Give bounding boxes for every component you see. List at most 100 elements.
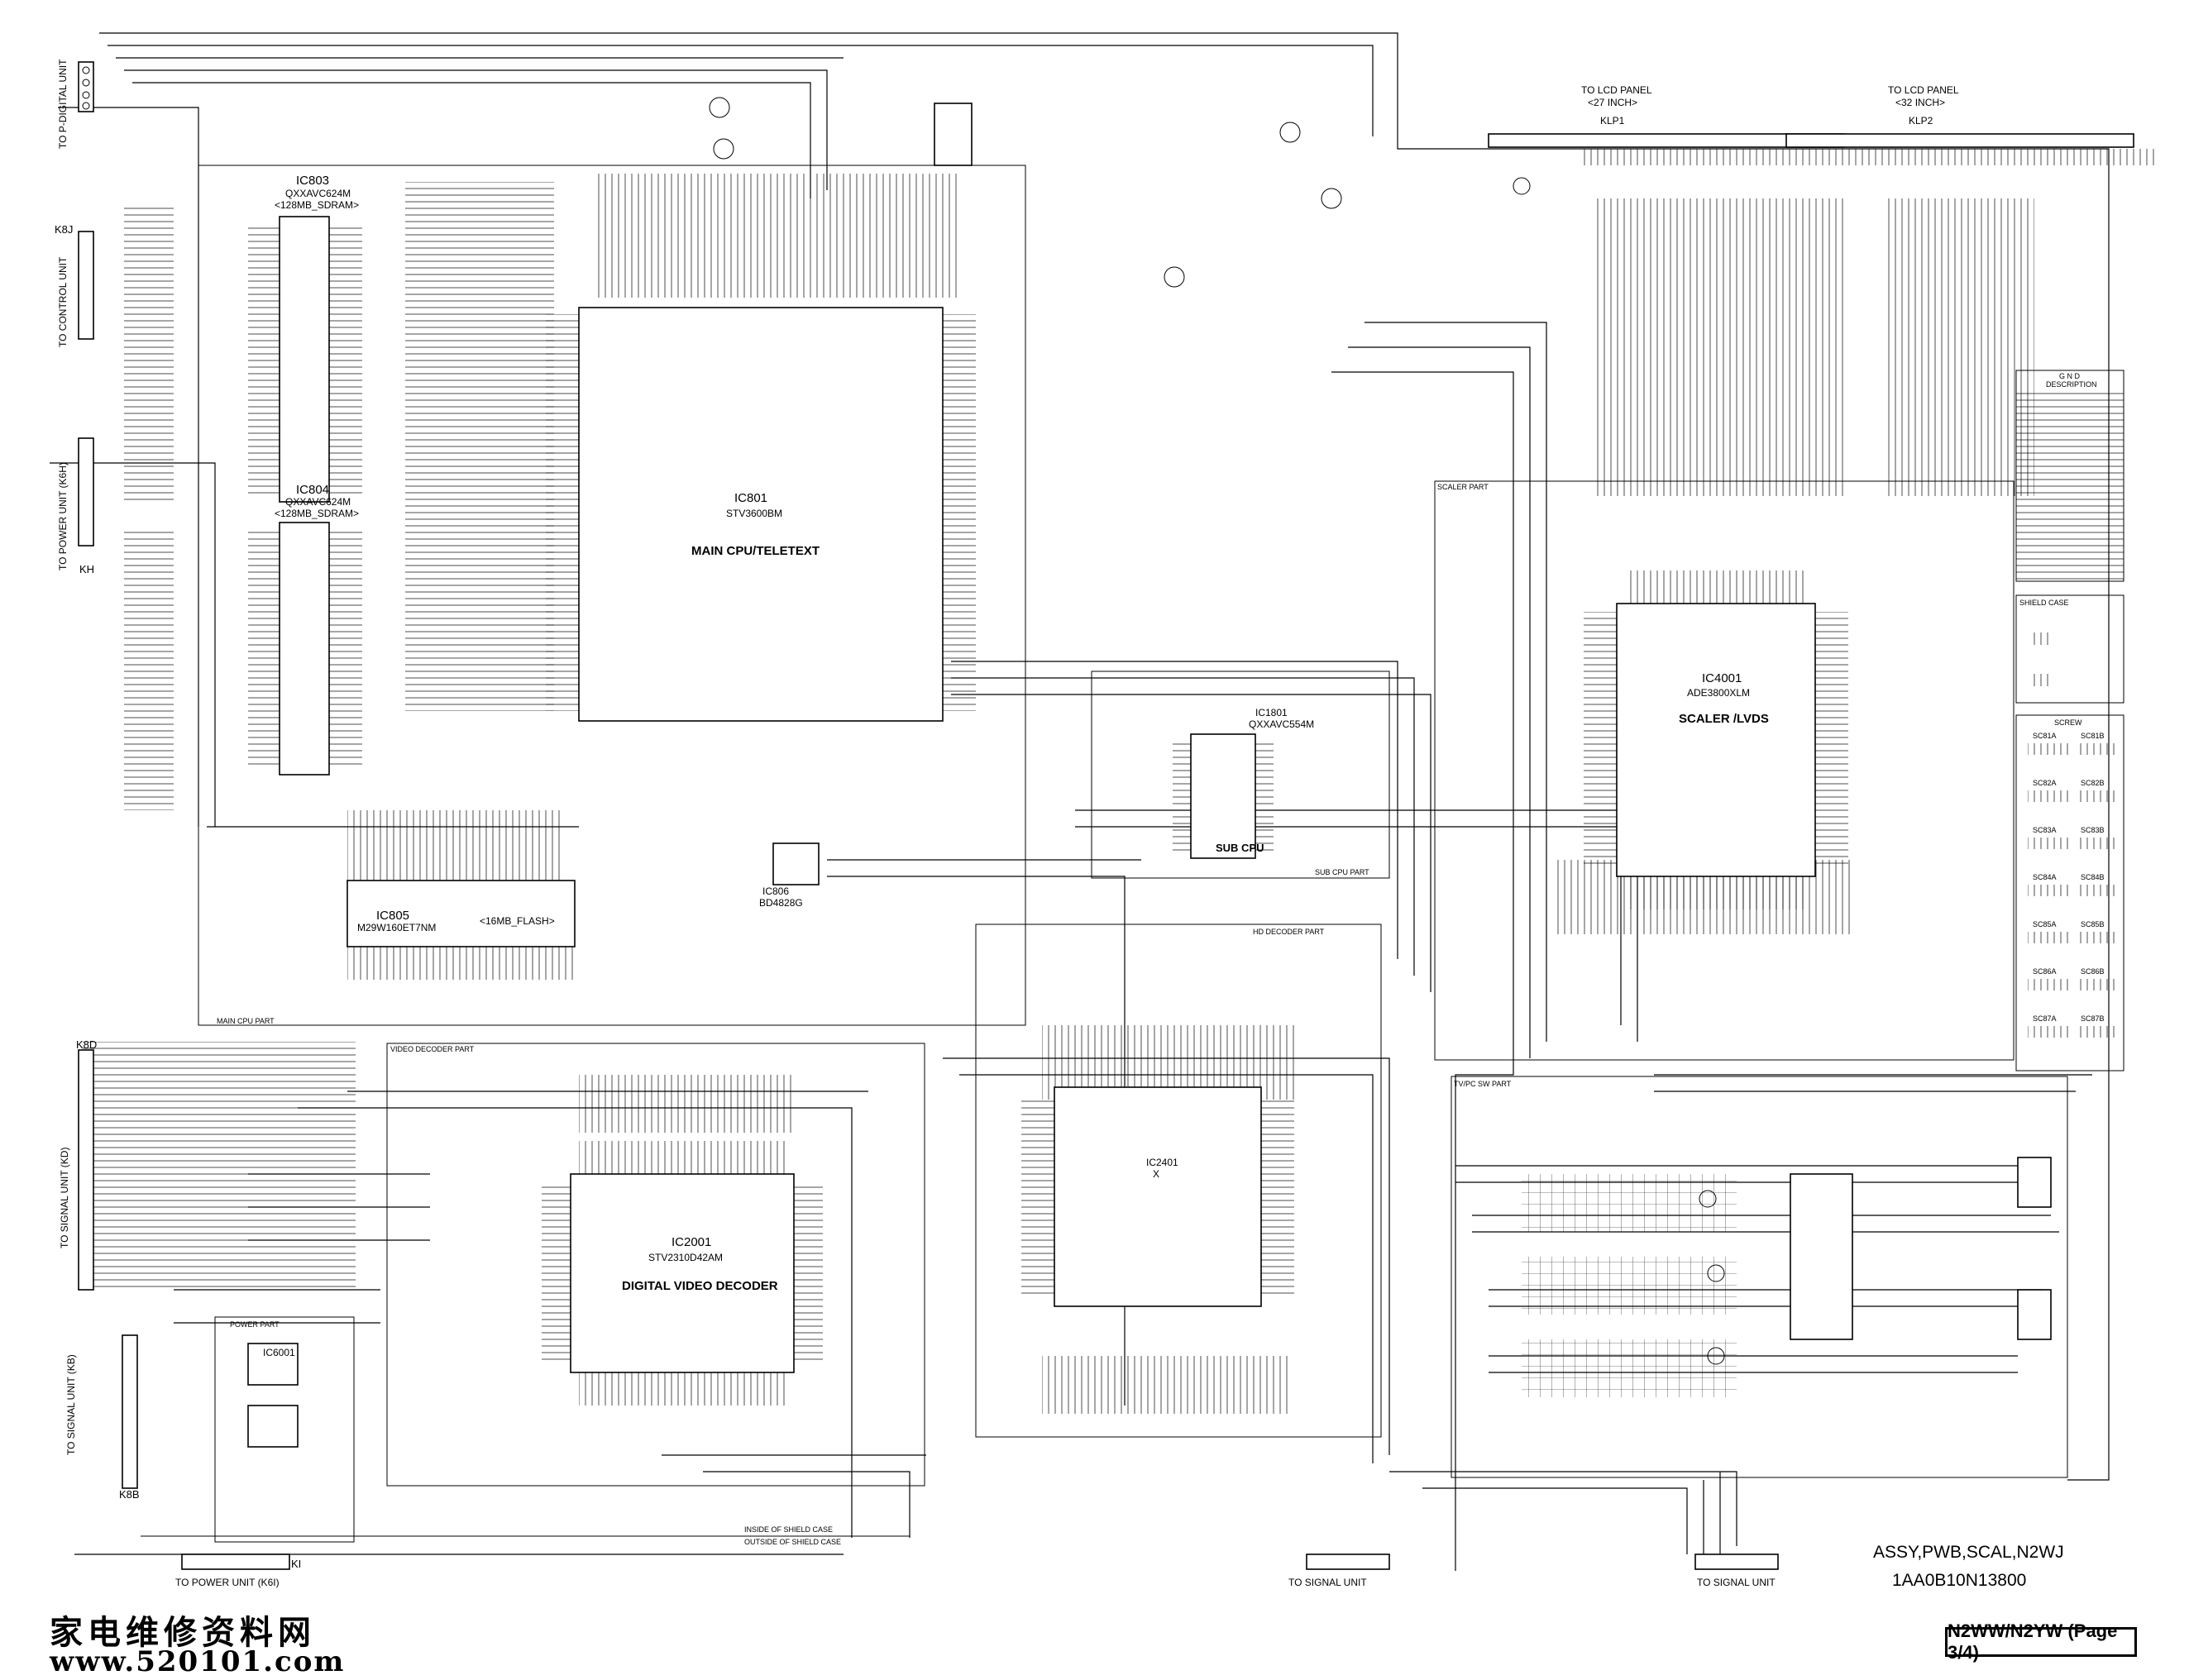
board-code: 1AA0B10N13800 <box>1892 1571 2027 1590</box>
ic804-part: QXXAVC624M <box>285 496 351 508</box>
ic2001-part: STV2310D42AM <box>648 1252 723 1263</box>
chip-ic803: IC803 QXXAVC624M <128MB_SDRAM> <box>248 174 362 503</box>
screw-label: SC82B <box>2081 779 2105 787</box>
gnd-table: G N D DESCRIPTION <box>2015 370 2124 582</box>
ic1801-desc: SUB CPU <box>1216 842 1264 854</box>
screw-label: SC87B <box>2081 1014 2105 1023</box>
watermark-chinese: 家电维修资料网 <box>50 1613 316 1652</box>
watermark-url: www.520101.com <box>50 1645 346 1678</box>
screw-label: SC82A <box>2033 779 2057 787</box>
screw-symbol <box>2076 790 2117 802</box>
connector-control: TO CONTROL UNIT K8J <box>55 223 94 347</box>
lcd-panel-32: TO LCD PANEL <32 INCH> KLP2 <box>1785 84 2134 148</box>
main-cpu-part-label: MAIN CPU PART <box>217 1017 275 1025</box>
screw-label: SC86A <box>2033 967 2057 976</box>
chip-ic1801: IC1801 QXXAVC554M SUB CPU <box>1173 707 1314 859</box>
screw-label: SC83A <box>2033 826 2057 834</box>
signal-kb-label: TO SIGNAL UNIT (KB) <box>65 1354 77 1455</box>
chip-ic2401: IC2401 X <box>1021 1086 1294 1307</box>
ic801-part: STV3600BM <box>726 508 782 519</box>
chip-ic801: IC801 STV3600BM MAIN CPU/TELETEXT <box>546 307 976 722</box>
section-frames: MAIN CPU PART VIDEO DECODER PART HD DECO… <box>141 165 2068 1546</box>
power-k6i-ref: KI <box>291 1558 301 1570</box>
lcd32-line1: TO LCD PANEL <box>1888 84 1959 96</box>
chip-ic2001: IC2001 STV2310D42AM DIGITAL VIDEO DECODE… <box>542 1141 823 1406</box>
lcd27-ref: KLP1 <box>1600 115 1625 126</box>
ic2001-ref: IC2001 <box>672 1235 711 1249</box>
gnd-desc: DESCRIPTION <box>2046 380 2097 389</box>
chip-ic806: IC806 BD4828G <box>759 842 820 909</box>
signal-kd-ref: K8D <box>76 1038 97 1051</box>
ic803-desc: <128MB_SDRAM> <box>275 199 359 211</box>
video-decoder-part-label: VIDEO DECODER PART <box>390 1045 475 1053</box>
ic803-part: QXXAVC624M <box>285 188 351 199</box>
bus-fans <box>83 149 2158 1414</box>
chip-ic6001: IC6001 <box>247 1343 299 1448</box>
screw-symbol <box>2076 885 2117 896</box>
screw-symbol <box>2028 1026 2069 1038</box>
screw-label: SC84B <box>2081 873 2105 881</box>
ic1801-ref: IC1801 <box>1255 707 1288 718</box>
screw-label: SC83B <box>2081 826 2105 834</box>
signal-kd-label: TO SIGNAL UNIT (KD) <box>59 1148 70 1248</box>
ic804-ref: IC804 <box>296 483 329 497</box>
connector-signal-unit-2: TO SIGNAL UNIT <box>1694 1554 1779 1588</box>
ic805-part: M29W160ET7NM <box>357 922 436 933</box>
screw-symbol <box>2076 979 2117 990</box>
shield-case-table: SHIELD CASE <box>2015 594 2124 704</box>
screw-label: SC85A <box>2033 920 2057 928</box>
p-digital-label: TO P-DIGITAL UNIT <box>57 59 69 149</box>
gnd-title: G N D <box>2059 372 2081 380</box>
ic4001-desc: SCALER /LVDS <box>1679 712 1769 726</box>
chip-ic4001: IC4001 ADE3800XLM SCALER /LVDS <box>1584 570 1848 909</box>
signal-kb-ref: K8B <box>119 1488 140 1501</box>
connector-signal-kb: TO SIGNAL UNIT (KB) K8B <box>65 1334 140 1501</box>
screw-symbol <box>2076 932 2117 943</box>
screw-symbol <box>2028 838 2069 849</box>
control-label: TO CONTROL UNIT <box>57 256 69 347</box>
lcd32-line2: <32 INCH> <box>1895 97 1945 108</box>
signal-unit-2-label: TO SIGNAL UNIT <box>1697 1577 1776 1588</box>
ic4001-ref: IC4001 <box>1702 671 1742 685</box>
ic801-desc: MAIN CPU/TELETEXT <box>691 544 820 558</box>
lcd27-line1: TO LCD PANEL <box>1581 84 1652 96</box>
connector-power-k6h: TO POWER UNIT (K6H) KH <box>57 437 94 575</box>
lcd27-line2: <27 INCH> <box>1588 97 1637 108</box>
power-k6h-label: TO POWER UNIT (K6H) <box>57 462 69 570</box>
screw-label: SC85B <box>2081 920 2105 928</box>
shield-case-title: SHIELD CASE <box>2019 599 2069 607</box>
ic806-ref: IC806 <box>762 885 789 897</box>
chip-ic804: IC804 QXXAVC624M <128MB_SDRAM> <box>248 483 362 776</box>
board-title: ASSY,PWB,SCAL,N2WJ <box>1873 1543 2064 1562</box>
ic2001-desc: DIGITAL VIDEO DECODER <box>622 1279 778 1293</box>
shield-outside-label: OUTSIDE OF SHIELD CASE <box>744 1538 841 1546</box>
hd-decoder-part-label: HD DECODER PART <box>1253 928 1325 936</box>
signal-unit-1-label: TO SIGNAL UNIT <box>1288 1577 1367 1588</box>
screw-symbol <box>2028 743 2069 755</box>
ic2401-ref: IC2401 <box>1146 1157 1178 1168</box>
ic1801-part: QXXAVC554M <box>1249 718 1314 730</box>
ic805-ref: IC805 <box>376 909 409 923</box>
ic803-ref: IC803 <box>296 174 329 188</box>
lcd-panel-27: TO LCD PANEL <27 INCH> KLP1 <box>1488 84 1845 148</box>
scaler-part-label: SCALER PART <box>1437 483 1489 491</box>
ic4001-part: ADE3800XLM <box>1687 687 1750 699</box>
screw-symbol <box>2028 979 2069 990</box>
screw-label: SC86B <box>2081 967 2105 976</box>
page-badge: N2WW/N2YW (Page 3/4) <box>1945 1620 2137 1663</box>
ic806-part: BD4828G <box>759 897 803 909</box>
screw-symbol <box>2028 790 2069 802</box>
screw-symbol <box>2028 885 2069 896</box>
power-part-label: POWER PART <box>230 1320 280 1329</box>
ic2401-part: X <box>1153 1168 1159 1180</box>
tv-pc-sw-part-label: TV/PC SW PART <box>1454 1080 1512 1088</box>
screw-symbol <box>2076 743 2117 755</box>
ic801-ref: IC801 <box>734 491 767 505</box>
screw-symbol <box>2028 932 2069 943</box>
screw-symbol <box>2076 1026 2117 1038</box>
chip-ic805: IC805 M29W160ET7NM <16MB_FLASH> <box>347 880 576 980</box>
screw-title: SCREW <box>2054 718 2082 727</box>
sub-cpu-part-label: SUB CPU PART <box>1315 868 1369 876</box>
